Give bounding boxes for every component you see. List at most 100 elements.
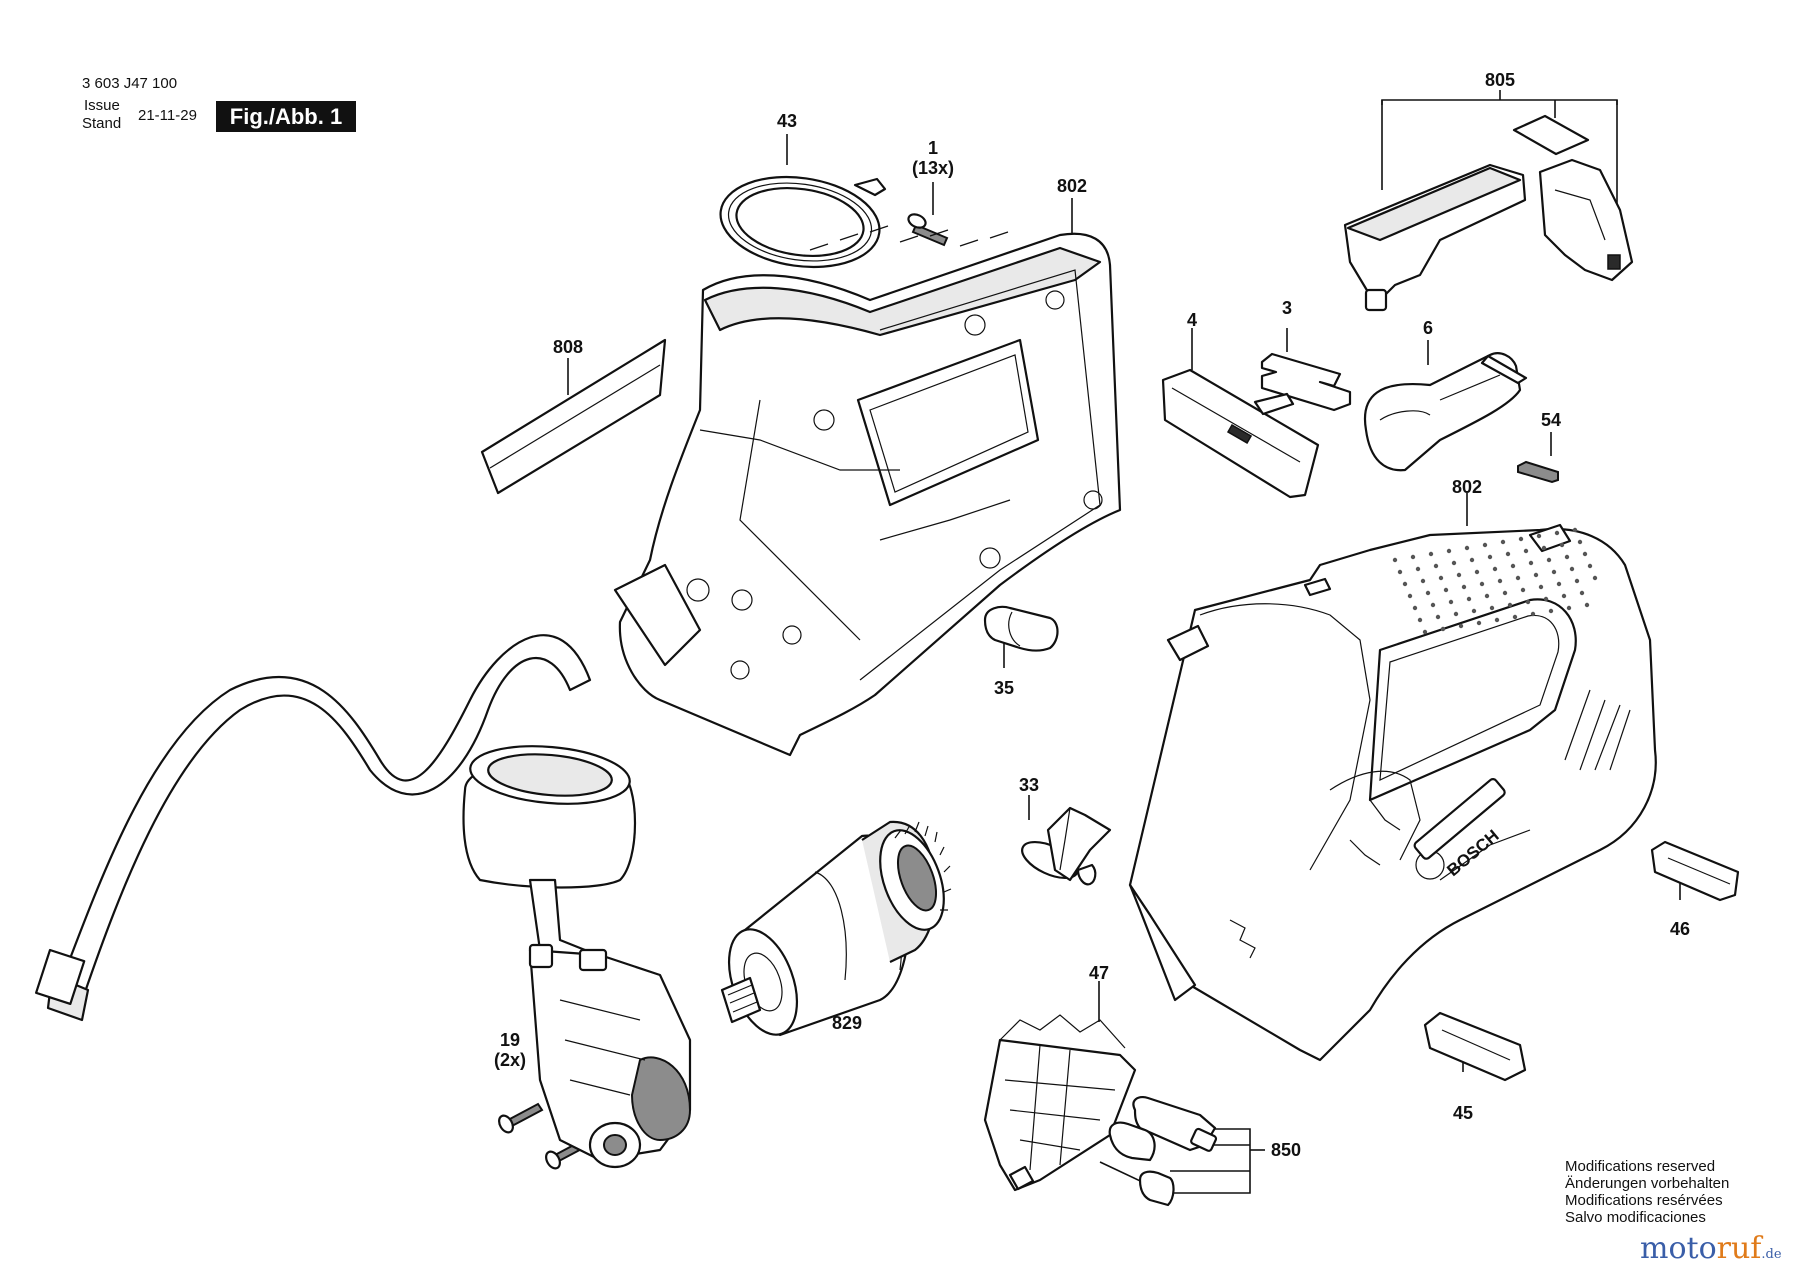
callout-1: 1 (13x) (911, 138, 955, 178)
perforation-dot (1458, 623, 1464, 629)
part-54-spring (1517, 460, 1559, 484)
watermark-logo: motoruf.de (1640, 1231, 1782, 1266)
perforation-dot (1502, 590, 1508, 596)
housing-perforation-dots (1392, 527, 1598, 635)
part-47-bracket (983, 1014, 1137, 1192)
perforation-dot (1407, 593, 1413, 599)
perforation-dot (1412, 605, 1418, 611)
perforation-dot (1543, 596, 1549, 602)
perforation-dot (1443, 587, 1449, 593)
stand-label: Stand (82, 115, 122, 132)
perforation-dot (1415, 566, 1421, 572)
callout-33: 33 (1018, 775, 1040, 795)
part-3-clip (1260, 352, 1352, 412)
note-line-2: Änderungen vorbehalten (1565, 1175, 1730, 1192)
perforation-dot (1546, 557, 1552, 563)
perforation-dot (1497, 578, 1503, 584)
perforation-dot (1592, 575, 1598, 581)
callout-43: 43 (776, 111, 798, 131)
perforation-dot (1392, 557, 1398, 563)
perforation-dot (1422, 629, 1428, 635)
perforation-dot (1479, 581, 1485, 587)
perforation-dot (1500, 539, 1506, 545)
perforation-dot (1456, 572, 1462, 578)
perforation-dot (1574, 578, 1580, 584)
perforation-dot (1523, 548, 1529, 554)
perforation-dot (1440, 626, 1446, 632)
part-808-label (480, 338, 667, 495)
callout-19: 19 (2x) (493, 1030, 527, 1070)
part-hose-assembly (34, 634, 692, 1169)
part-805-switch (1343, 114, 1634, 312)
perforation-dot (1420, 578, 1426, 584)
perforation-dot (1487, 554, 1493, 560)
note-line-3: Modifications resérvées (1565, 1192, 1723, 1209)
perforation-dot (1520, 587, 1526, 593)
perforation-dot (1515, 575, 1521, 581)
perforation-dot (1566, 605, 1572, 611)
perforation-dot (1446, 548, 1452, 554)
part-46-clip (1650, 840, 1740, 902)
perforation-dot (1572, 527, 1578, 533)
perforation-dot (1410, 554, 1416, 560)
perforation-dot (1461, 584, 1467, 590)
note-line-4: Salvo modificaciones (1565, 1209, 1706, 1226)
part-number: 3 603 J47 100 (82, 75, 178, 92)
perforation-dot (1538, 584, 1544, 590)
callout-35: 35 (993, 678, 1015, 698)
part-45-clip (1423, 1011, 1527, 1082)
perforation-dot (1530, 611, 1536, 617)
perforation-dot (1525, 599, 1531, 605)
callout-3: 3 (1281, 298, 1293, 318)
perforation-dot (1528, 560, 1534, 566)
issue-label: Issue (84, 97, 120, 114)
callout-802-top: 802 (1056, 176, 1088, 196)
perforation-dot (1494, 617, 1500, 623)
callout-829: 829 (831, 1013, 863, 1033)
perforation-dot (1402, 581, 1408, 587)
perforation-dot (1510, 563, 1516, 569)
callout-805: 805 (1484, 70, 1516, 90)
perforation-dot (1587, 563, 1593, 569)
perforation-dot (1397, 569, 1403, 575)
perforation-dot (1476, 620, 1482, 626)
callout-45: 45 (1452, 1103, 1474, 1123)
perforation-dot (1577, 539, 1583, 545)
callout-802-right: 802 (1451, 477, 1483, 497)
perforation-dot (1482, 542, 1488, 548)
part-33-knob (1021, 806, 1112, 886)
perforation-dot (1536, 533, 1542, 539)
perforation-dot (1428, 551, 1434, 557)
perforation-dot (1471, 608, 1477, 614)
perforation-dot (1489, 605, 1495, 611)
perforation-dot (1512, 614, 1518, 620)
part-35-cap (983, 605, 1059, 652)
perforation-dot (1464, 545, 1470, 551)
part-850-accessories (1099, 1096, 1218, 1207)
callout-850: 850 (1270, 1140, 1302, 1160)
callout-46: 46 (1669, 919, 1691, 939)
part-802-housing-right: BOSCH (1128, 523, 1657, 1062)
perforation-dot (1453, 611, 1459, 617)
perforation-dot (1469, 557, 1475, 563)
perforation-dot (1474, 569, 1480, 575)
perforation-dot (1448, 599, 1454, 605)
perforation-dot (1518, 536, 1524, 542)
perforation-dot (1425, 590, 1431, 596)
part-829-motor (720, 820, 952, 1037)
perforation-dot (1554, 530, 1560, 536)
perforation-dot (1533, 572, 1539, 578)
callout-54: 54 (1540, 410, 1562, 430)
perforation-dot (1556, 581, 1562, 587)
figure-badge: Fig./Abb. 1 (216, 101, 356, 132)
perforation-dot (1438, 575, 1444, 581)
perforation-dot (1584, 602, 1590, 608)
perforation-dot (1569, 566, 1575, 572)
perforation-dot (1435, 614, 1441, 620)
perforation-dot (1559, 542, 1565, 548)
perforation-dot (1561, 593, 1567, 599)
perforation-dot (1484, 593, 1490, 599)
part-1-screw (907, 213, 949, 247)
